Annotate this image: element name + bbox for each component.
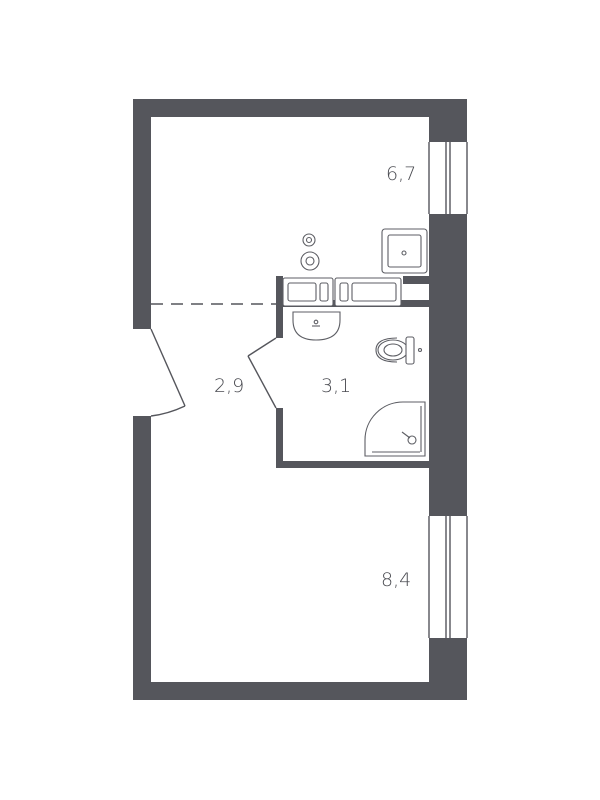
window-upper [428,142,468,214]
living-area-label: 8,4 [381,569,411,591]
bathroom-area-label: 3,1 [321,375,351,397]
laundry-cabinets [282,277,402,307]
left-wall-upper [133,99,151,329]
bottom-wall [133,682,467,700]
hob-burner-small-inner [305,236,313,244]
top-wall [133,99,467,117]
bathroom-door [247,337,277,409]
outer-walls [133,99,467,700]
shaft-wall-top [403,276,430,284]
left-wall-lower [133,416,151,700]
hallway-area-label: 2,9 [214,375,244,397]
bathroom-wall-bottom [276,461,430,468]
kitchen-area-label: 6,7 [386,163,416,185]
window-lower [428,516,468,638]
right-wall-middle [429,214,467,516]
right-wall-bottom [429,638,467,700]
kitchen-sink-drain [401,250,407,256]
bathroom-wall-left-upper [276,276,283,338]
bathroom-fixtures [292,311,426,457]
shower-tray [364,401,426,457]
hob-burner-large-inner [305,256,315,266]
entrance-door [150,328,186,417]
right-wall-top [429,99,467,142]
kitchen-appliances [300,228,428,274]
bathroom-wall-left-lower [276,408,283,468]
